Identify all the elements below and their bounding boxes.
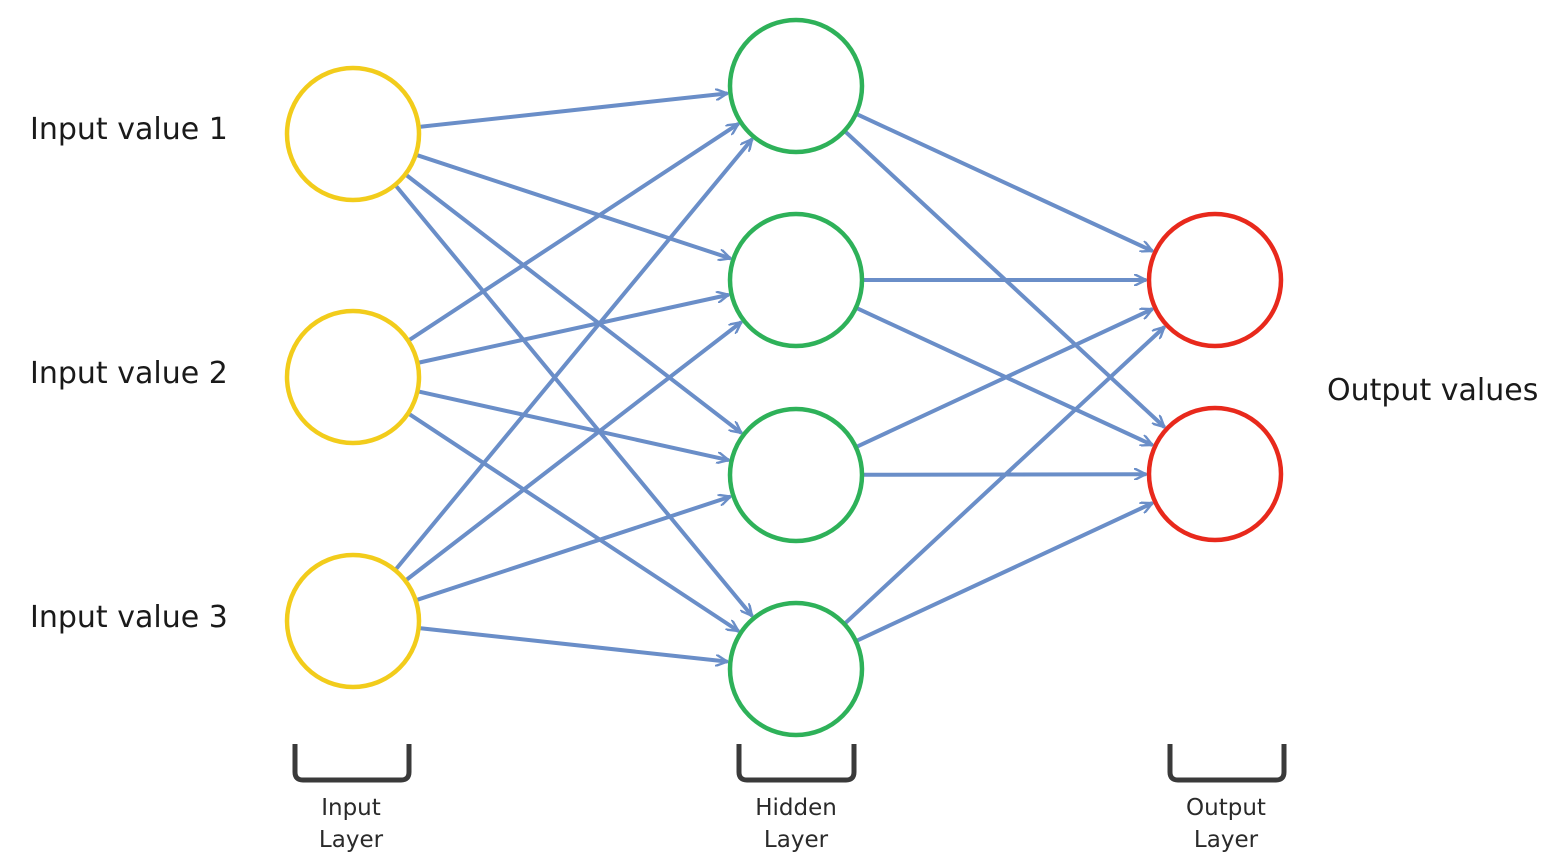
input-node-2 (284, 308, 422, 446)
input-layer-caption: Input Layer (271, 792, 431, 856)
output-layer-caption-line2: Layer (1193, 827, 1259, 853)
neuron-nodes (284, 17, 1284, 738)
output-layer-caption-line1: Output (1186, 795, 1266, 821)
input-layer-caption-line1: Input (321, 795, 381, 821)
edge-input-2-to-hidden-3 (417, 389, 727, 460)
input-value-2-label: Input value 2 (30, 356, 228, 391)
output-node-2 (1146, 405, 1284, 543)
output-node-1 (1146, 211, 1284, 349)
edge-hidden-4-to-output-1 (843, 328, 1164, 625)
output-layer-bracket (1167, 744, 1287, 783)
edge-input-1-to-hidden-2 (415, 153, 730, 258)
edge-hidden-3-to-output-1 (855, 307, 1152, 449)
edge-input-2-to-hidden-1 (407, 124, 738, 342)
edge-input-3-to-hidden-4 (418, 626, 729, 661)
layer-brackets (292, 744, 1287, 783)
edge-input-3-to-hidden-3 (415, 497, 730, 602)
edge-input-2-to-hidden-2 (417, 295, 727, 365)
hidden-layer-bracket (736, 744, 857, 783)
hidden-node-2 (727, 211, 865, 349)
edge-input-2-to-hidden-4 (407, 412, 738, 630)
input-value-1-label: Input value 1 (30, 112, 228, 147)
edge-input-1-to-hidden-3 (404, 173, 741, 433)
hidden-layer-caption-line1: Hidden (755, 795, 837, 821)
input-value-3-label: Input value 3 (30, 600, 228, 635)
edge-input-1-to-hidden-4 (394, 184, 751, 615)
hidden-layer-caption: Hidden Layer (716, 792, 876, 856)
edge-input-1-to-hidden-1 (418, 94, 729, 129)
edge-input-3-to-hidden-2 (404, 323, 741, 582)
hidden-node-3 (727, 406, 865, 544)
hidden-node-4 (727, 600, 865, 738)
edge-hidden-1-to-output-1 (855, 112, 1152, 251)
input-node-3 (284, 552, 422, 690)
hidden-layer-caption-line2: Layer (763, 827, 829, 853)
connection-edges (394, 94, 1164, 662)
output-values-label: Output values (1327, 373, 1539, 408)
input-layer-bracket (292, 744, 412, 783)
hidden-node-1 (727, 17, 865, 155)
edge-input-3-to-hidden-1 (394, 140, 751, 571)
output-layer-caption: Output Layer (1146, 792, 1306, 856)
edge-hidden-4-to-output-2 (855, 501, 1152, 643)
input-node-1 (284, 65, 422, 203)
input-layer-caption-line2: Layer (318, 827, 384, 853)
